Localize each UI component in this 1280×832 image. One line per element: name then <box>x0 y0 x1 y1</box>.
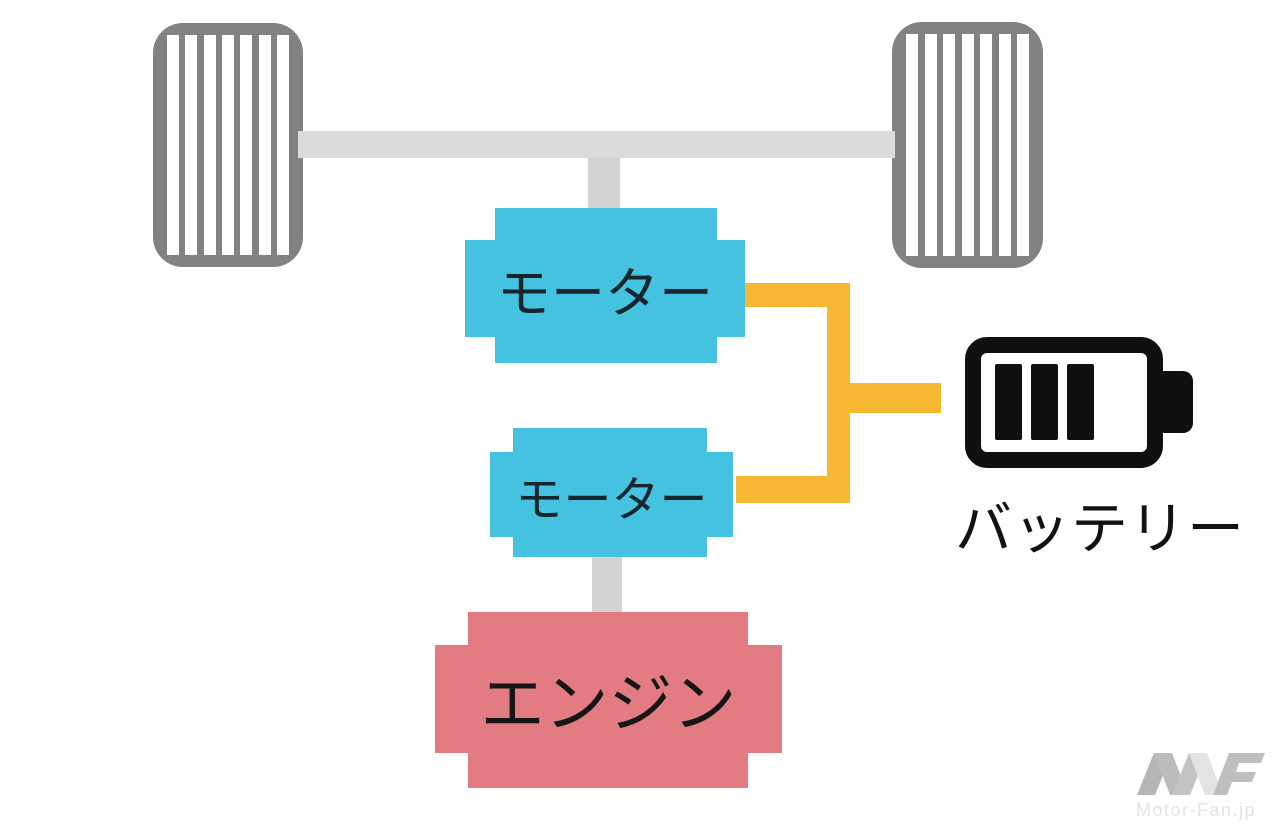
wire-bus-to-battery <box>848 383 941 413</box>
axle-bar <box>298 131 895 158</box>
battery-terminal-nub <box>1161 371 1193 433</box>
motor-flange <box>495 337 717 363</box>
tire-tread-stripes <box>906 34 1029 256</box>
engine-flange <box>468 612 748 647</box>
engine-flange <box>468 753 748 788</box>
wire-motor2-to-bus <box>736 476 850 503</box>
front-right-tire-icon <box>892 22 1043 268</box>
battery-charge-segment <box>1067 364 1094 440</box>
motor-flange <box>513 537 707 557</box>
generator-motor-label: モーター <box>515 473 708 527</box>
motor-flange <box>513 428 707 454</box>
wire-bus-vertical <box>827 283 850 503</box>
generator-motor-block: モーター <box>490 428 733 557</box>
battery-charge-segment <box>995 364 1022 440</box>
tire-tread-stripes <box>167 35 289 255</box>
engine-body <box>435 645 782 753</box>
watermark-text: Motor-Fan.jp <box>1136 800 1257 820</box>
battery-charge-segment <box>1031 364 1058 440</box>
motor-flange <box>495 208 717 242</box>
drive-motor-block: モーター <box>465 208 745 363</box>
motor-to-engine-link <box>592 550 622 616</box>
battery-label: バッテリー <box>955 497 1245 561</box>
engine-label: エンジン <box>480 668 737 740</box>
engine-block: エンジン <box>435 612 782 788</box>
front-left-tire-icon <box>153 23 303 267</box>
motor-fan-logo-icon <box>1137 753 1265 795</box>
motor-body <box>490 452 733 537</box>
drive-motor-label: モーター <box>497 264 713 324</box>
battery-icon <box>965 337 1195 468</box>
motor-body <box>465 240 745 337</box>
